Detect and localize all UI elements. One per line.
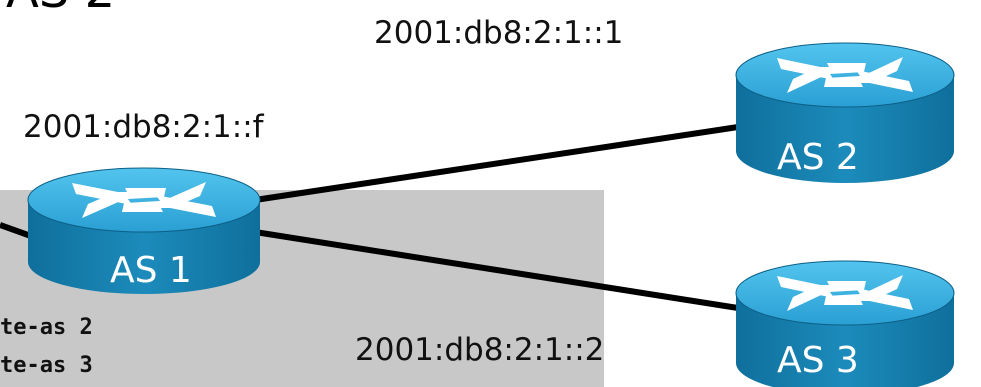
as1-address: 2001:db8:2:1::f <box>23 109 264 145</box>
router-icon[interactable] <box>735 260 955 387</box>
as3-address: 2001:db8:2:1::2 <box>355 332 605 368</box>
as2-address: 2001:db8:2:1::1 <box>374 15 624 51</box>
router-as2-label: AS 2 <box>777 137 859 178</box>
router-as1-label: AS 1 <box>110 250 192 291</box>
router-icon[interactable] <box>27 167 261 294</box>
config-line: te-as 2 <box>0 315 93 340</box>
link-as1-as3 <box>254 229 739 311</box>
slide-title-fragment: AS 2 <box>6 0 115 15</box>
router-icon[interactable] <box>735 42 955 183</box>
config-line: te-as 3 <box>0 353 93 378</box>
link-as1-as2 <box>254 124 739 203</box>
router-as3-label: AS 3 <box>777 340 859 381</box>
